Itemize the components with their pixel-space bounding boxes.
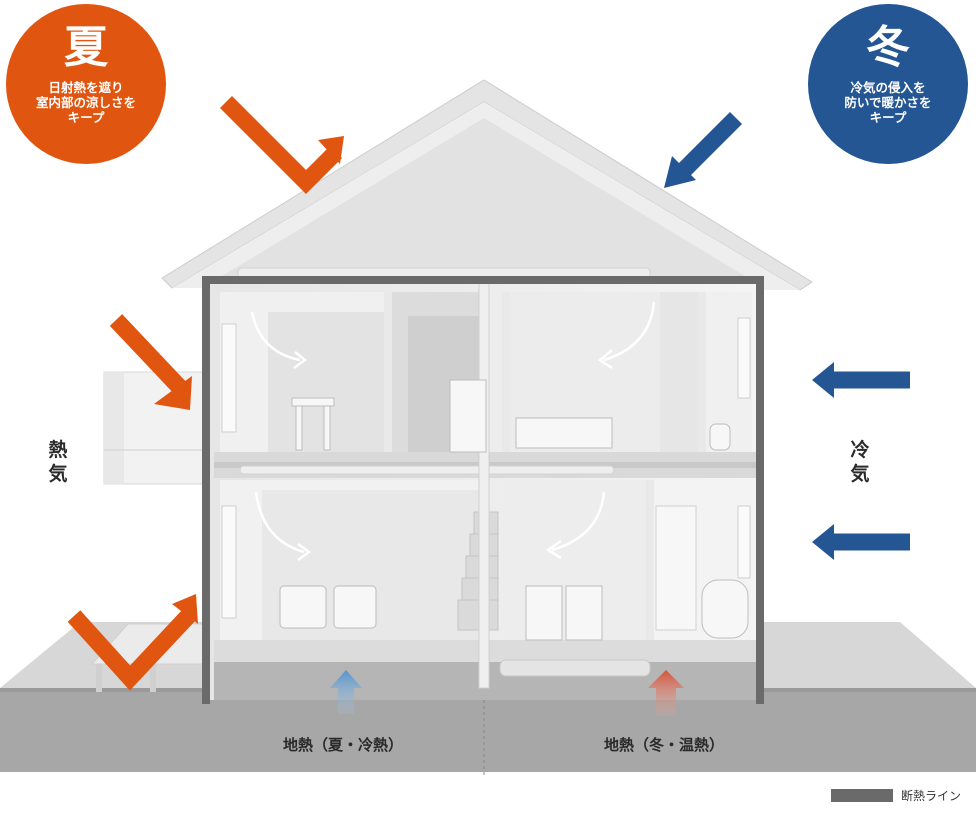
house-body [202, 267, 764, 704]
ground-heat-summer-label: 地熱（夏・冷熱） [283, 736, 404, 754]
summer-badge: 夏 日射熱を遮り 室内部の涼しさを キープ [6, 4, 166, 164]
summer-text: 日射熱を遮り 室内部の涼しさを キープ [35, 80, 136, 125]
winter-text: 冷気の侵入を 防いで暖かさを キープ [844, 80, 932, 125]
hot-air-label: 熱気 [48, 439, 68, 485]
roof [161, 79, 813, 291]
summer-title: 夏 [64, 22, 108, 73]
legend-label: 断熱ライン [901, 789, 962, 803]
winter-title: 冬 [866, 22, 910, 73]
winter-arrowheads [664, 156, 834, 560]
ground-heat-arrows [330, 670, 684, 716]
ground-heat-winter-label: 地熱（冬・温熱） [604, 736, 725, 754]
summer-arrowheads [154, 136, 344, 624]
air-circulation-arrows [250, 301, 656, 562]
winter-badge: 冬 冷気の侵入を 防いで暖かさを キープ [808, 4, 968, 164]
legend: 断熱ライン [831, 787, 961, 804]
legend-swatch [831, 789, 893, 802]
summer-heat-arrows [67, 95, 343, 691]
cold-air-label: 冷気 [850, 439, 870, 485]
winter-cold-arrows [673, 111, 910, 551]
